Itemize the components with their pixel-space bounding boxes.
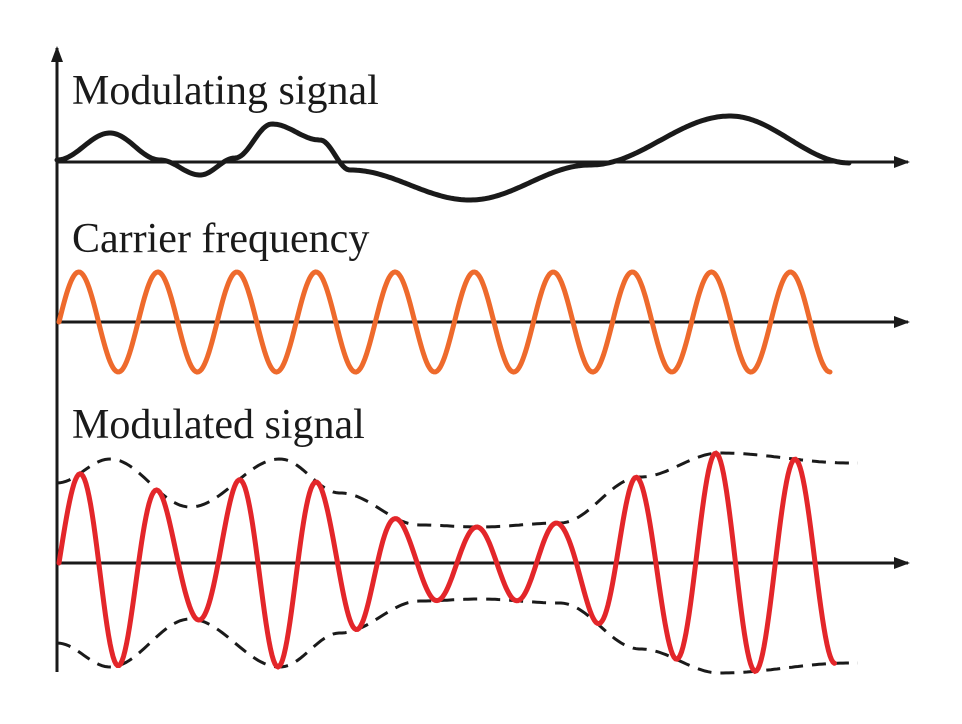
carrier-wave — [56, 269, 833, 375]
upper-envelope — [56, 451, 858, 529]
lower-envelope — [56, 597, 858, 675]
carrier-frequency-label: Carrier frequency — [72, 216, 369, 262]
modulated-wave — [56, 450, 837, 675]
modulating-signal-label: Modulating signal — [72, 68, 379, 114]
modulating-wave — [54, 113, 852, 203]
modulated-signal-label: Modulated signal — [72, 402, 365, 448]
